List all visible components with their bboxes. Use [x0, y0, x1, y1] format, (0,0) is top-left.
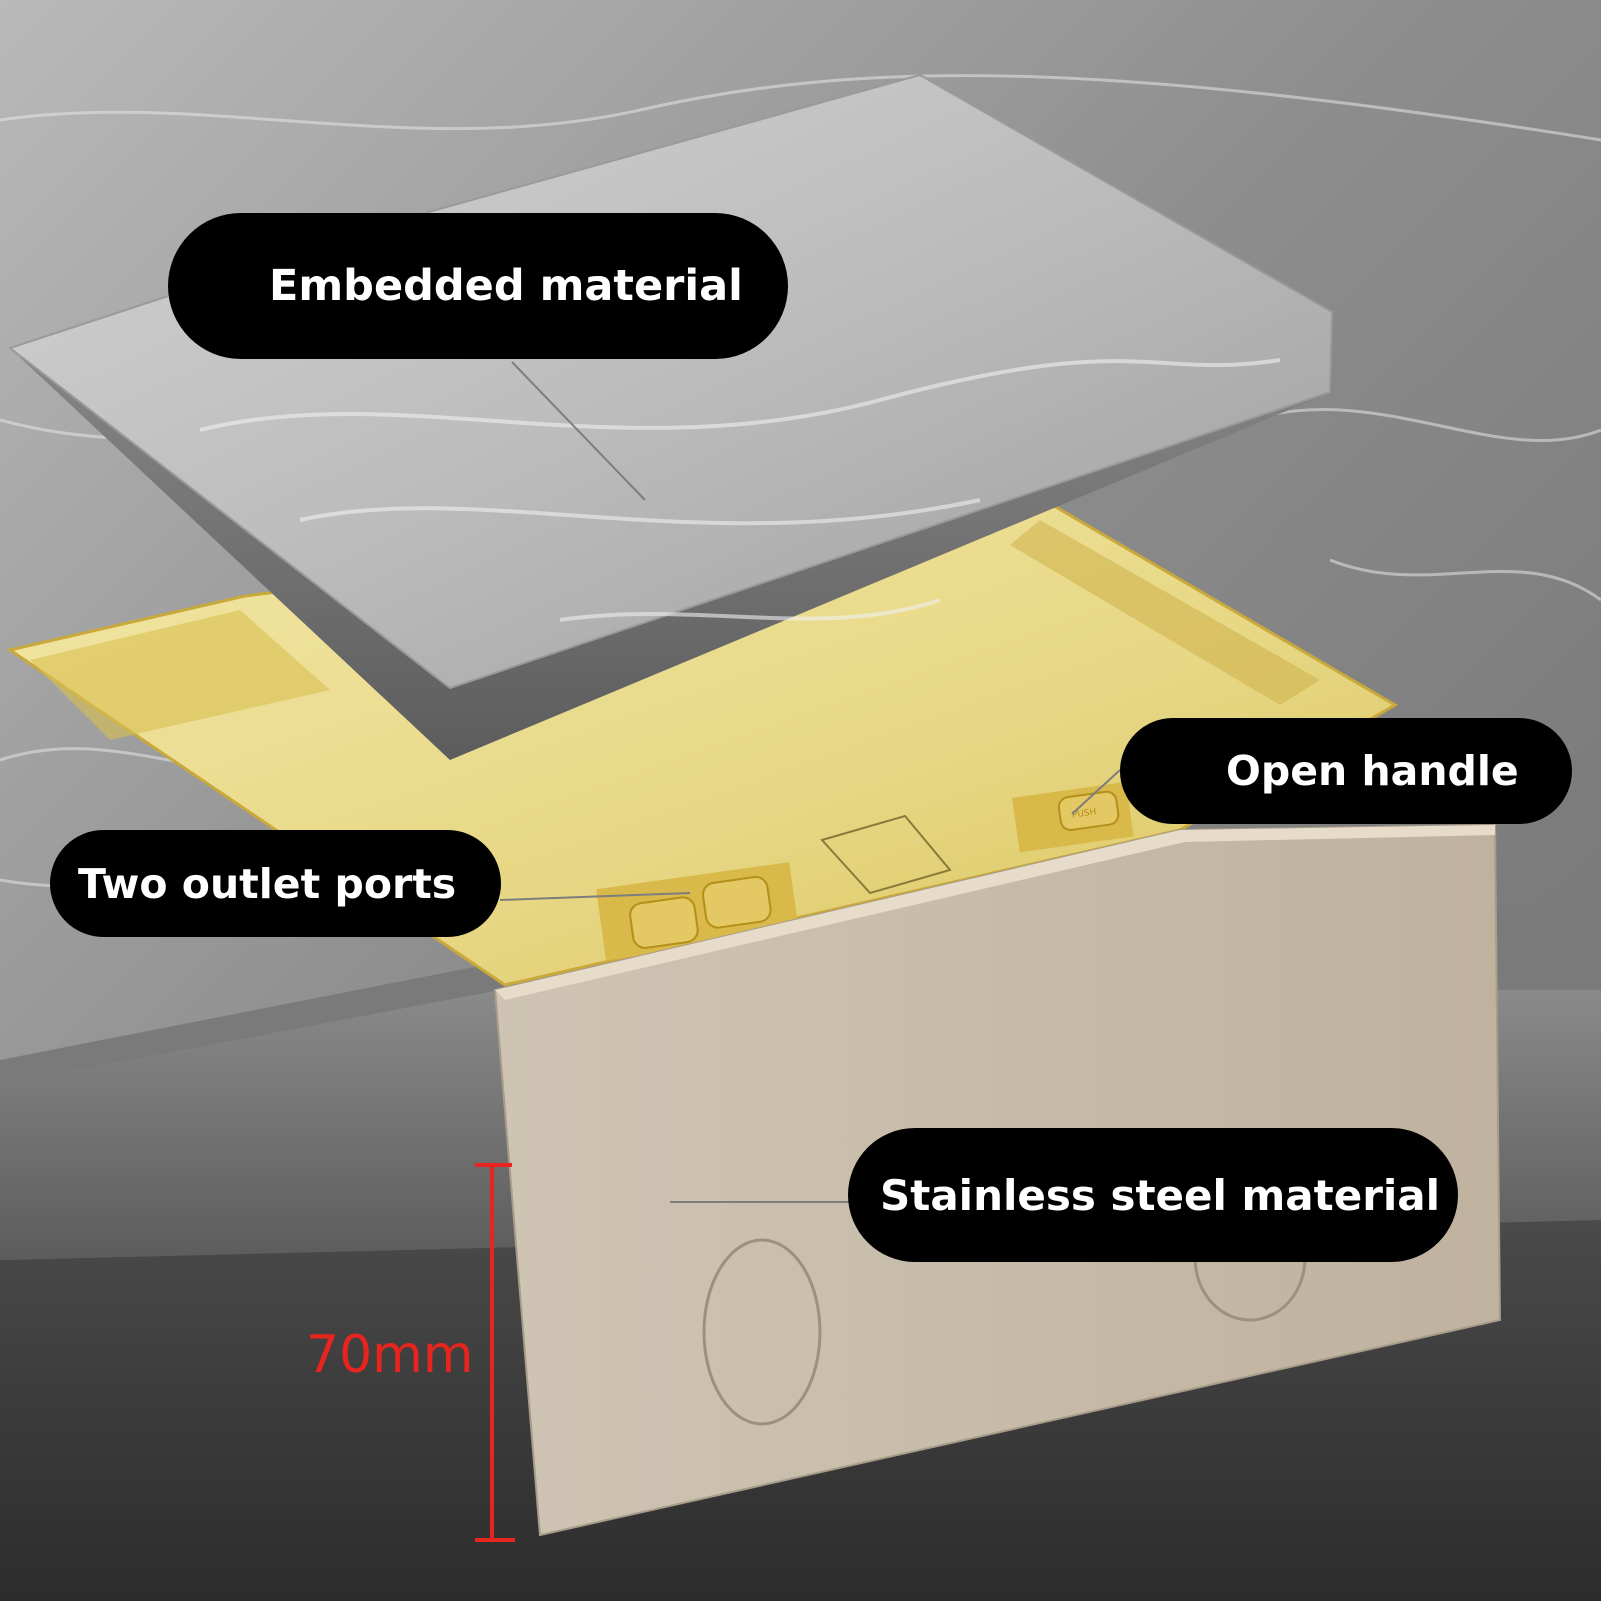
brass-left-channel [30, 610, 330, 740]
brass-right-channel [1010, 520, 1320, 705]
leader-handle [1071, 769, 1121, 815]
callout-outlet-label: Two outlet ports [78, 859, 457, 908]
center-marker [820, 814, 952, 895]
callout-handle-label: Open handle [1226, 747, 1519, 795]
callout-steel-label: Stainless steel material [880, 1170, 1441, 1220]
push-label: PUSH [1071, 807, 1097, 820]
tile-veins [199, 358, 1281, 622]
handle-button [1057, 790, 1120, 831]
open-handle: PUSH [1012, 781, 1134, 853]
callout-stainless-steel: Stainless steel material [848, 1128, 1458, 1262]
leader-embedded [511, 361, 646, 501]
leader-outlet [499, 892, 691, 901]
callout-outlet-ports: Two outlet ports [50, 830, 501, 937]
marble-tile-side [10, 312, 1332, 760]
callout-open-handle: Open handle [1120, 718, 1572, 824]
dimension-marker [475, 1163, 515, 1542]
leader-lines [499, 361, 1121, 1203]
outlet-port-2 [702, 876, 772, 929]
knockout-hole-1 [702, 1238, 822, 1426]
callout-embedded-material: Embedded material [168, 213, 788, 359]
callout-embedded-label: Embedded material [269, 261, 743, 311]
outlet-port-1 [629, 896, 699, 949]
dimension-label: 70mm [306, 1325, 474, 1385]
